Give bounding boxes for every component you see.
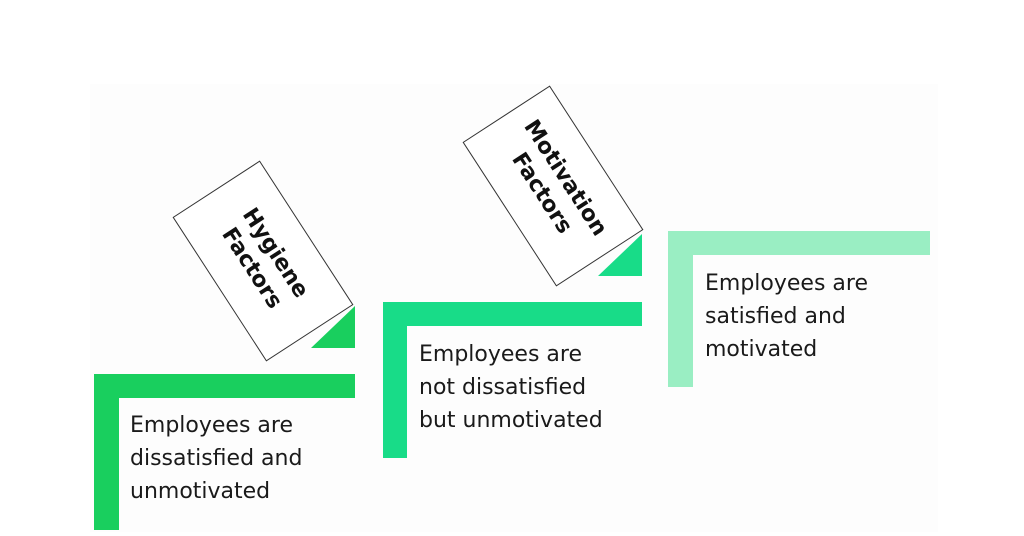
step-3-line: satisfied and	[705, 304, 846, 329]
step-3-side-bar	[668, 231, 693, 387]
step-2-side-bar	[383, 302, 407, 458]
step-1-line: dissatisfied and	[130, 446, 303, 471]
step-1-text: Employees are dissatisfied and unmotivat…	[130, 409, 302, 508]
step-1-line: Employees are	[130, 413, 293, 438]
step-1-top-bar	[94, 374, 355, 398]
step-2-line: not dissatisfied	[419, 375, 587, 400]
step-3-line: Employees are	[705, 271, 868, 296]
step-2-text: Employees are not dissatisfied but unmot…	[419, 338, 603, 437]
step-3-top-bar	[668, 231, 930, 255]
step-3-text: Employees are satisfied and motivated	[705, 267, 868, 366]
step-2-top-bar	[383, 302, 642, 326]
step-2-line: but unmotivated	[419, 408, 603, 433]
step-3-line: motivated	[705, 337, 818, 362]
step-2-line: Employees are	[419, 342, 582, 367]
step-1-side-bar	[94, 374, 119, 530]
step-1-line: unmotivated	[130, 479, 271, 504]
hygiene-factors-text: Hygiene Factors	[216, 203, 314, 314]
